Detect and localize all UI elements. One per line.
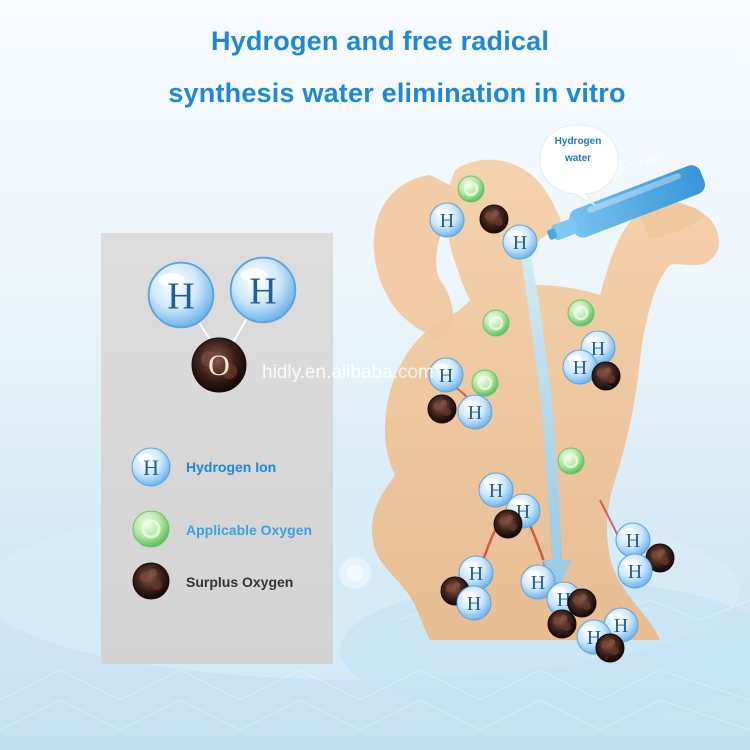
title-line-1: Hydrogen and free radical — [210, 26, 550, 56]
water-bottle-icon — [547, 165, 705, 241]
speech-bubble-text: Hydrogen water — [540, 133, 616, 167]
legend-panel: H H O H — [101, 233, 333, 664]
surplus-oxygen-icon — [132, 562, 170, 600]
watermark: hidly.en.alibaba.com — [262, 362, 434, 383]
speech-bubble-icon — [539, 124, 619, 206]
molecule-o-glyph: O — [208, 349, 230, 382]
speech-bubble-line-1: Hydrogen — [554, 136, 602, 147]
legend-row-surplus-oxygen: Surplus Oxygen — [101, 562, 333, 602]
legend-row-hydrogen-ion: Hydrogen Ion — [101, 447, 333, 487]
legend-row-applicable-oxygen: Applicable Oxygen — [101, 510, 333, 550]
title-line-2: synthesis water elimination in vitro — [168, 78, 626, 108]
speech-bubble-line-2: water — [564, 153, 592, 164]
legend-label-hydrogen-ion: Hydrogen Ion — [186, 459, 277, 475]
hydrogen-ion-icon: H — [131, 447, 171, 487]
molecule-h-glyph-2: H — [249, 270, 276, 312]
molecule-h-glyph-1: H — [167, 275, 194, 317]
water-flow-arrow — [520, 245, 572, 590]
legend-h-glyph: H — [143, 455, 159, 480]
water-molecule-diagram: H H O H — [131, 256, 297, 600]
legend-label-surplus-oxygen: Surplus Oxygen — [186, 574, 294, 590]
applicable-oxygen-icon — [132, 510, 170, 548]
legend-label-applicable-oxygen: Applicable Oxygen — [186, 522, 313, 538]
